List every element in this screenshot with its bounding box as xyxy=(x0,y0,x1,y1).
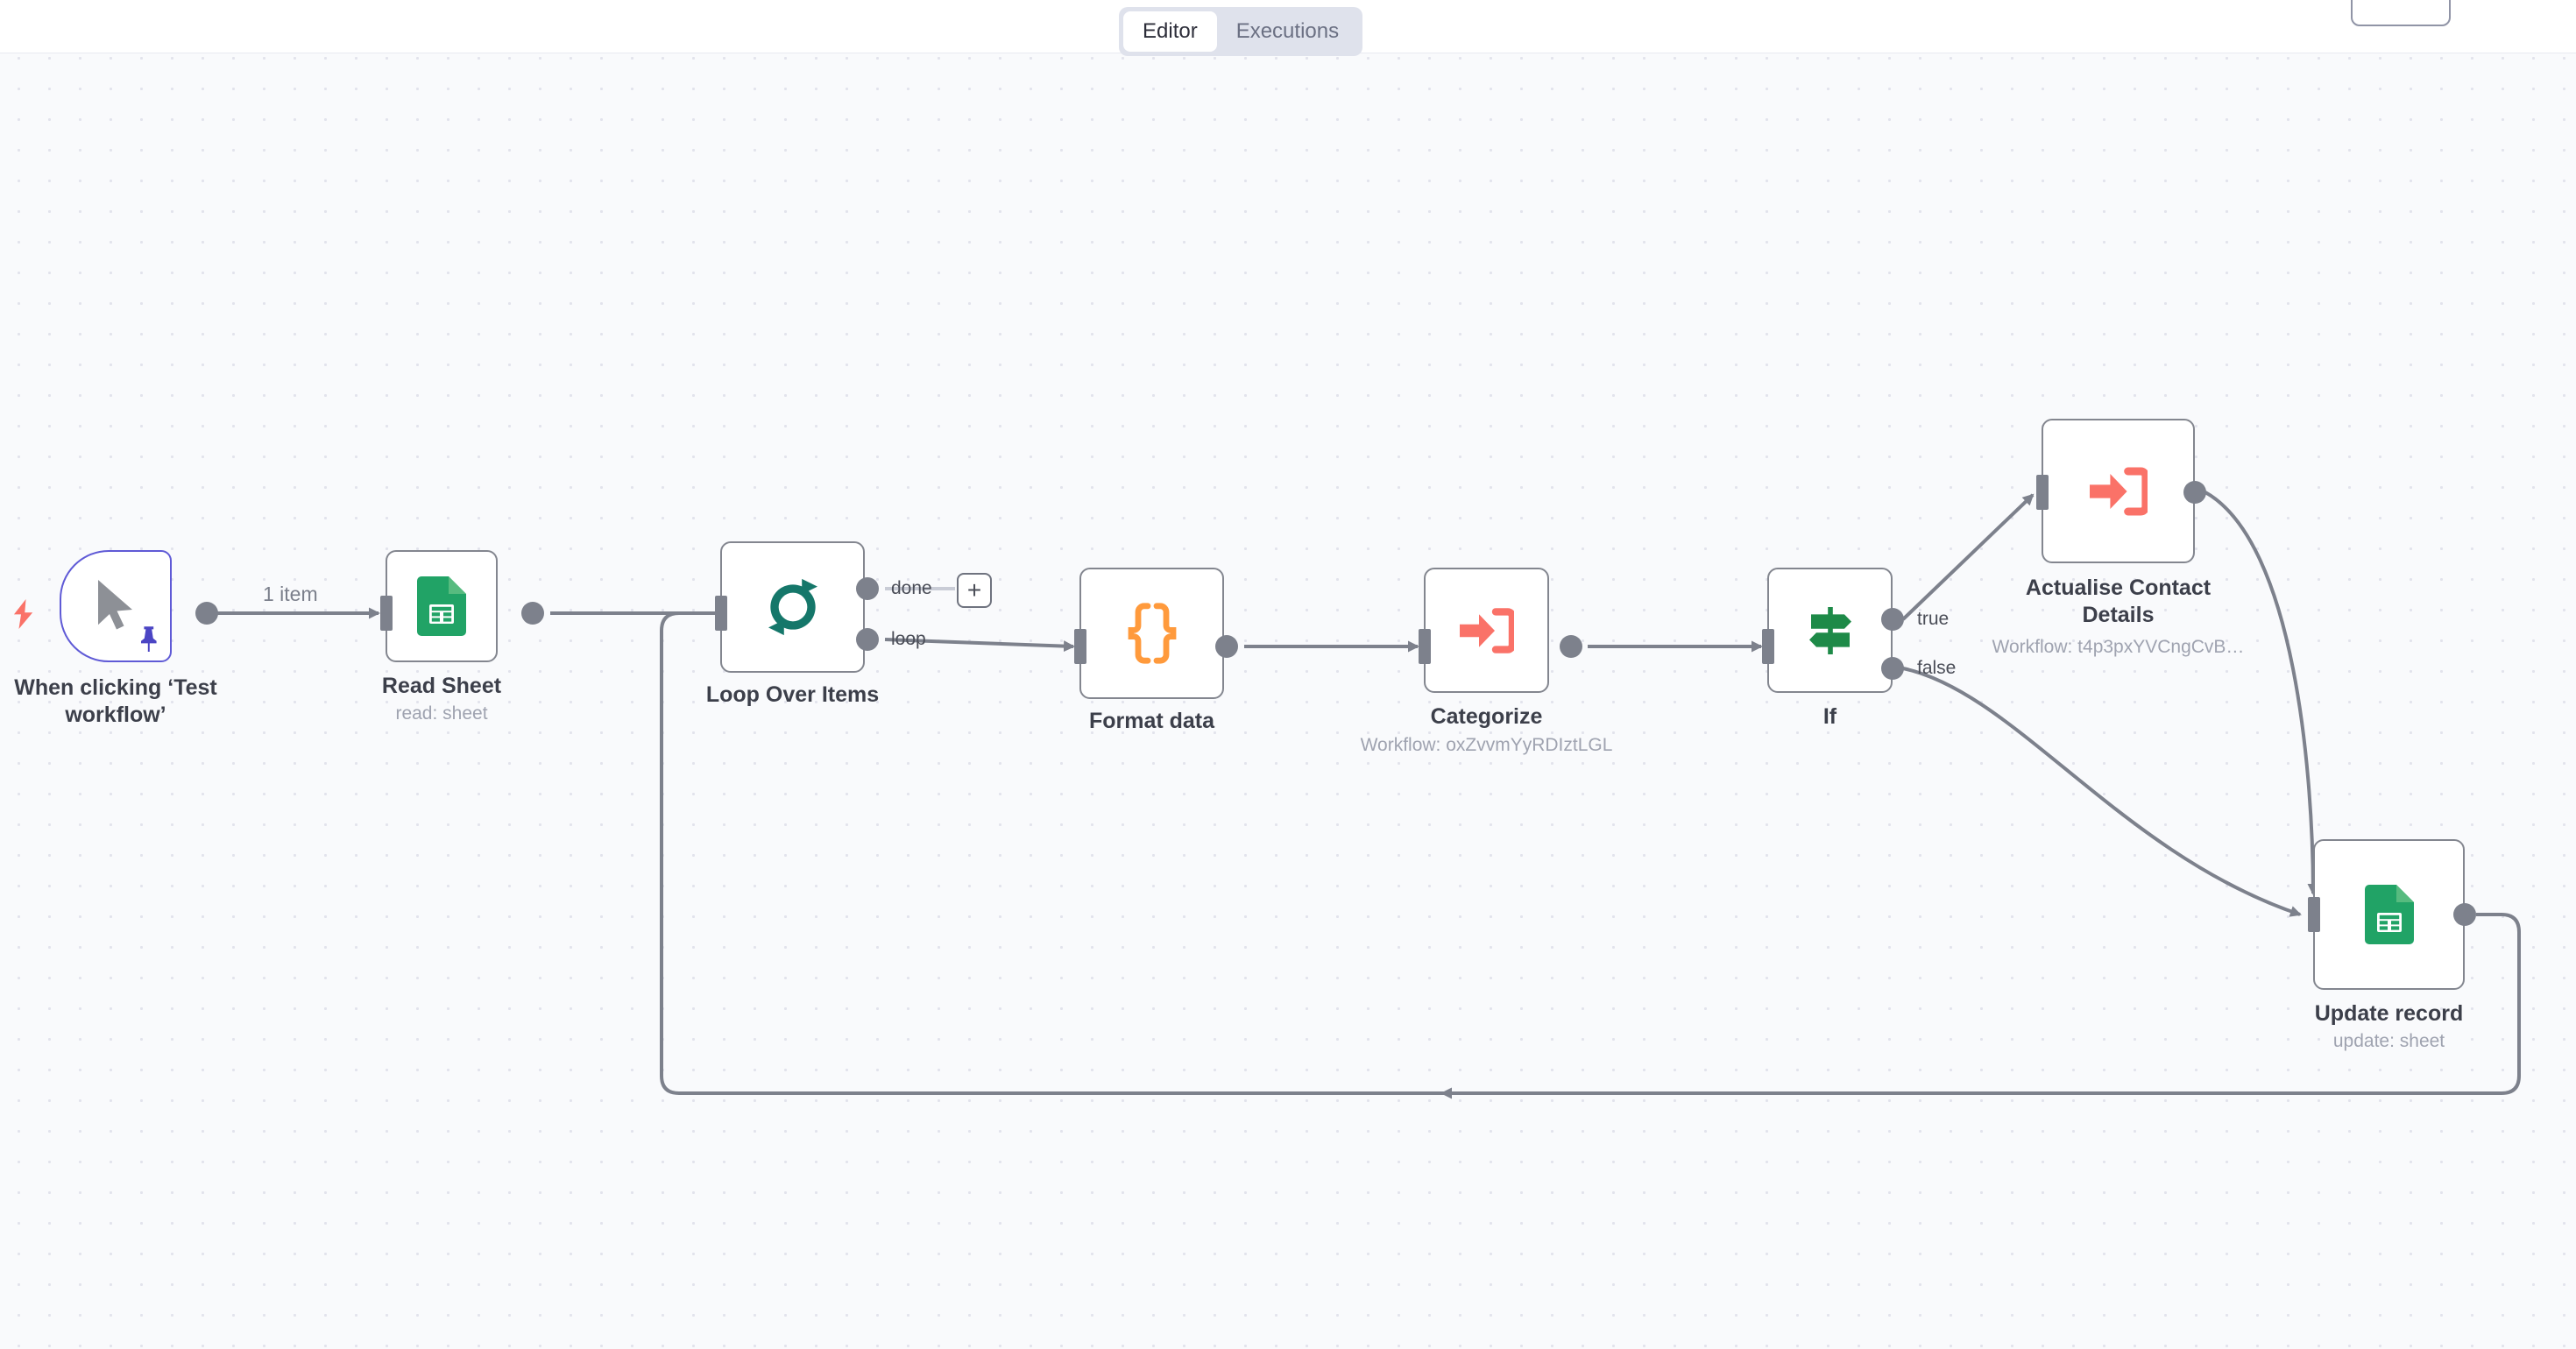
tab-editor[interactable]: Editor xyxy=(1123,11,1217,52)
node-if-box[interactable] xyxy=(1767,568,1893,693)
port-label-done: done xyxy=(891,578,932,598)
node-title-if: If xyxy=(1822,704,1837,729)
signpost-icon xyxy=(1808,606,1851,654)
node-trigger-box[interactable] xyxy=(60,550,172,662)
top-right-button[interactable] xyxy=(2351,0,2451,26)
output-dot-if-false[interactable] xyxy=(1881,657,1904,680)
node-subtitle-actualise: Workflow: t4p3pxYVCngCvB… xyxy=(1992,637,2245,657)
node-loop-box[interactable] xyxy=(720,541,865,673)
execute-workflow-icon xyxy=(2089,467,2148,515)
wire-if-true-to-actualise xyxy=(1901,493,2035,621)
loop-refresh-icon xyxy=(768,578,817,636)
node-update-record-box[interactable] xyxy=(2313,839,2465,990)
output-dot-format-data[interactable] xyxy=(1215,635,1238,658)
output-dot-loop-loop[interactable] xyxy=(856,628,879,651)
port-label-true: true xyxy=(1917,609,1950,629)
input-port-read-sheet[interactable] xyxy=(380,596,393,631)
input-port-format-data[interactable] xyxy=(1074,629,1086,664)
node-categorize-box[interactable] xyxy=(1424,568,1549,693)
node-title-trigger: When clicking ‘Test workflow’ xyxy=(14,675,217,727)
output-dot-read-sheet[interactable] xyxy=(521,602,544,625)
output-dot-categorize[interactable] xyxy=(1560,635,1582,658)
node-read-sheet[interactable]: Read Sheet read: sheet xyxy=(382,550,501,724)
output-dot-if-true[interactable] xyxy=(1881,608,1904,631)
node-actualise-contact-details[interactable]: Actualise Contact Details Workflow: t4p3… xyxy=(1992,419,2244,657)
code-braces-icon xyxy=(1128,603,1176,664)
wire-label-1-item: 1 item xyxy=(263,583,318,605)
node-subtitle-categorize: Workflow: oxZvvmYyRDIztLGL xyxy=(1360,735,1613,755)
editor-executions-tab-group: Editor Executions xyxy=(1119,7,1363,56)
google-sheets-icon xyxy=(2364,885,2414,944)
output-dot-actualise[interactable] xyxy=(2183,481,2206,504)
node-title-format-data: Format data xyxy=(1088,709,1215,733)
node-format-data[interactable]: Format data xyxy=(1079,568,1224,733)
node-title-read-sheet: Read Sheet xyxy=(381,674,502,698)
node-title-update-record: Update record xyxy=(2314,1001,2464,1026)
node-title-categorize: Categorize xyxy=(1430,704,1543,729)
wire-if-false-to-update xyxy=(1902,667,2302,917)
input-port-update-record[interactable] xyxy=(2308,897,2320,932)
node-format-data-box[interactable] xyxy=(1079,568,1224,699)
node-read-sheet-box[interactable] xyxy=(386,550,498,662)
execute-workflow-icon xyxy=(1459,607,1514,653)
tab-executions[interactable]: Executions xyxy=(1235,19,1340,43)
add-node-button[interactable]: + xyxy=(957,573,992,608)
output-dot-update-record[interactable] xyxy=(2453,903,2476,926)
output-dot-loop-done[interactable] xyxy=(856,577,879,600)
pin-icon[interactable] xyxy=(137,625,159,652)
node-subtitle-update-record: update: sheet xyxy=(2332,1031,2445,1051)
port-label-false: false xyxy=(1917,658,1957,678)
google-sheets-icon xyxy=(417,576,466,636)
node-title-loop-over-items: Loop Over Items xyxy=(705,682,880,707)
node-subtitle-read-sheet: read: sheet xyxy=(395,703,488,724)
input-port-loop-over-items[interactable] xyxy=(715,596,727,631)
node-if[interactable]: If xyxy=(1767,568,1893,729)
lightning-bolt-icon xyxy=(13,599,33,629)
node-categorize[interactable]: Categorize Workflow: oxZvvmYyRDIztLGL xyxy=(1361,568,1612,755)
input-port-actualise[interactable] xyxy=(2036,475,2049,510)
port-label-loop: loop xyxy=(891,629,926,649)
output-dot-trigger[interactable] xyxy=(195,602,218,625)
node-title-actualise: Actualise Contact Details xyxy=(2025,576,2212,627)
node-loop-over-items[interactable]: Loop Over Items xyxy=(706,541,879,707)
node-update-record[interactable]: Update record update: sheet xyxy=(2313,839,2465,1051)
input-port-if[interactable] xyxy=(1762,629,1774,664)
wire-actualise-to-update xyxy=(2204,491,2319,895)
cursor-pointer-icon xyxy=(98,580,132,630)
node-when-clicking-test-workflow[interactable]: When clicking ‘Test workflow’ xyxy=(13,550,217,727)
wire-update-to-loop-back xyxy=(660,611,2521,1095)
input-port-categorize[interactable] xyxy=(1419,629,1431,664)
wire-loop-loop-to-format xyxy=(884,638,1075,653)
node-actualise-box[interactable] xyxy=(2042,419,2195,563)
